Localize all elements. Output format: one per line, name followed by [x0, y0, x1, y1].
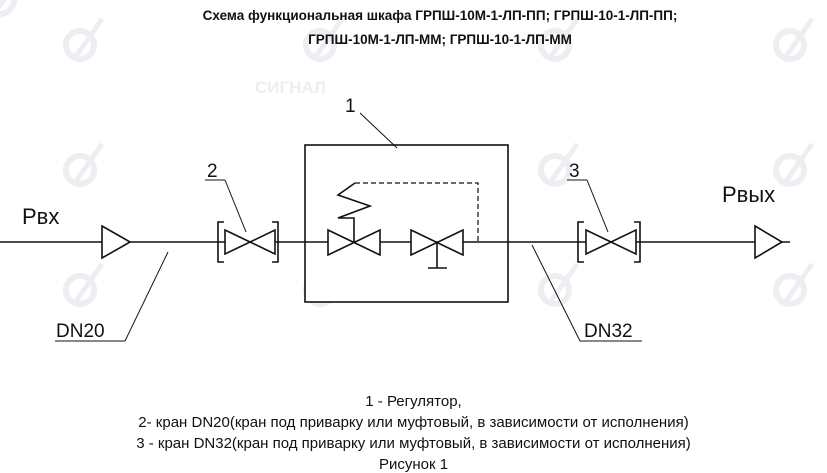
pipe-out-label: DN32	[584, 321, 633, 342]
callout-3: 3	[569, 161, 580, 182]
legend-item-2: 2- кран DN20(кран под приварку или муфто…	[138, 414, 689, 431]
title-line-2: ГРПШ-10М-1-ЛП-ММ; ГРПШ-10-1-ЛП-ММ	[308, 32, 572, 47]
outlet-arrow	[754, 224, 784, 260]
watermark-text: СИГНАЛ	[255, 78, 326, 97]
functional-diagram: СИГНАЛ	[0, 0, 827, 342]
valve-3	[577, 221, 641, 263]
callout-2: 2	[207, 161, 218, 182]
figure-caption: Рисунок 1	[378, 456, 449, 473]
watermarks: СИГНАЛ	[0, 0, 812, 304]
inlet-arrow	[101, 224, 132, 260]
regulator-valve	[327, 182, 381, 257]
title-line-1: Схема функциональная шкафа ГРПШ-10М-1-ЛП…	[202, 8, 678, 23]
callout-1: 1	[345, 96, 356, 117]
legend-item-1: 1 - Регулятор,	[365, 393, 462, 410]
inlet-pressure-label: Рвх	[22, 204, 59, 229]
pipe-in-label: DN20	[56, 321, 105, 342]
valve-2	[217, 221, 279, 263]
impulse-line	[355, 182, 479, 242]
outlet-pressure-label: Рвых	[722, 182, 775, 207]
safety-valve	[410, 228, 464, 269]
legend-item-3: 3 - кран DN32(кран под приварку или муфт…	[136, 435, 691, 452]
regulator-box	[304, 144, 509, 303]
